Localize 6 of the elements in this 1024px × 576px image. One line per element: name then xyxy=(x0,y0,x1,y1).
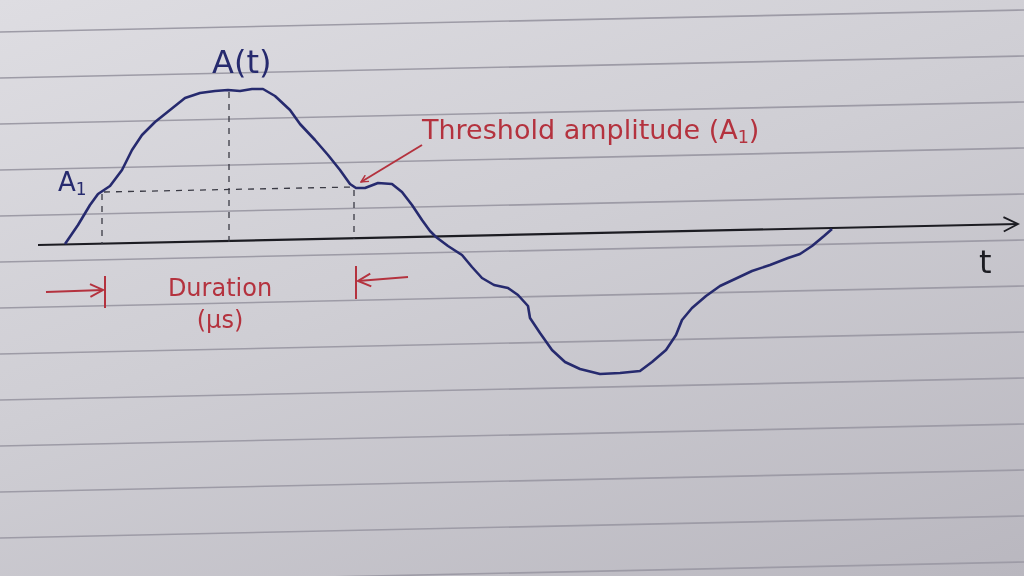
axis-label: t xyxy=(979,244,992,281)
threshold-level-label: A$_{1}$ xyxy=(58,168,87,198)
leader-arrow xyxy=(360,144,423,183)
curve-label: A(t) xyxy=(212,44,272,81)
duration-label: Duration (μs) xyxy=(166,273,274,337)
callout-text: Threshold amplitude (A$_{1}$) xyxy=(422,114,760,146)
